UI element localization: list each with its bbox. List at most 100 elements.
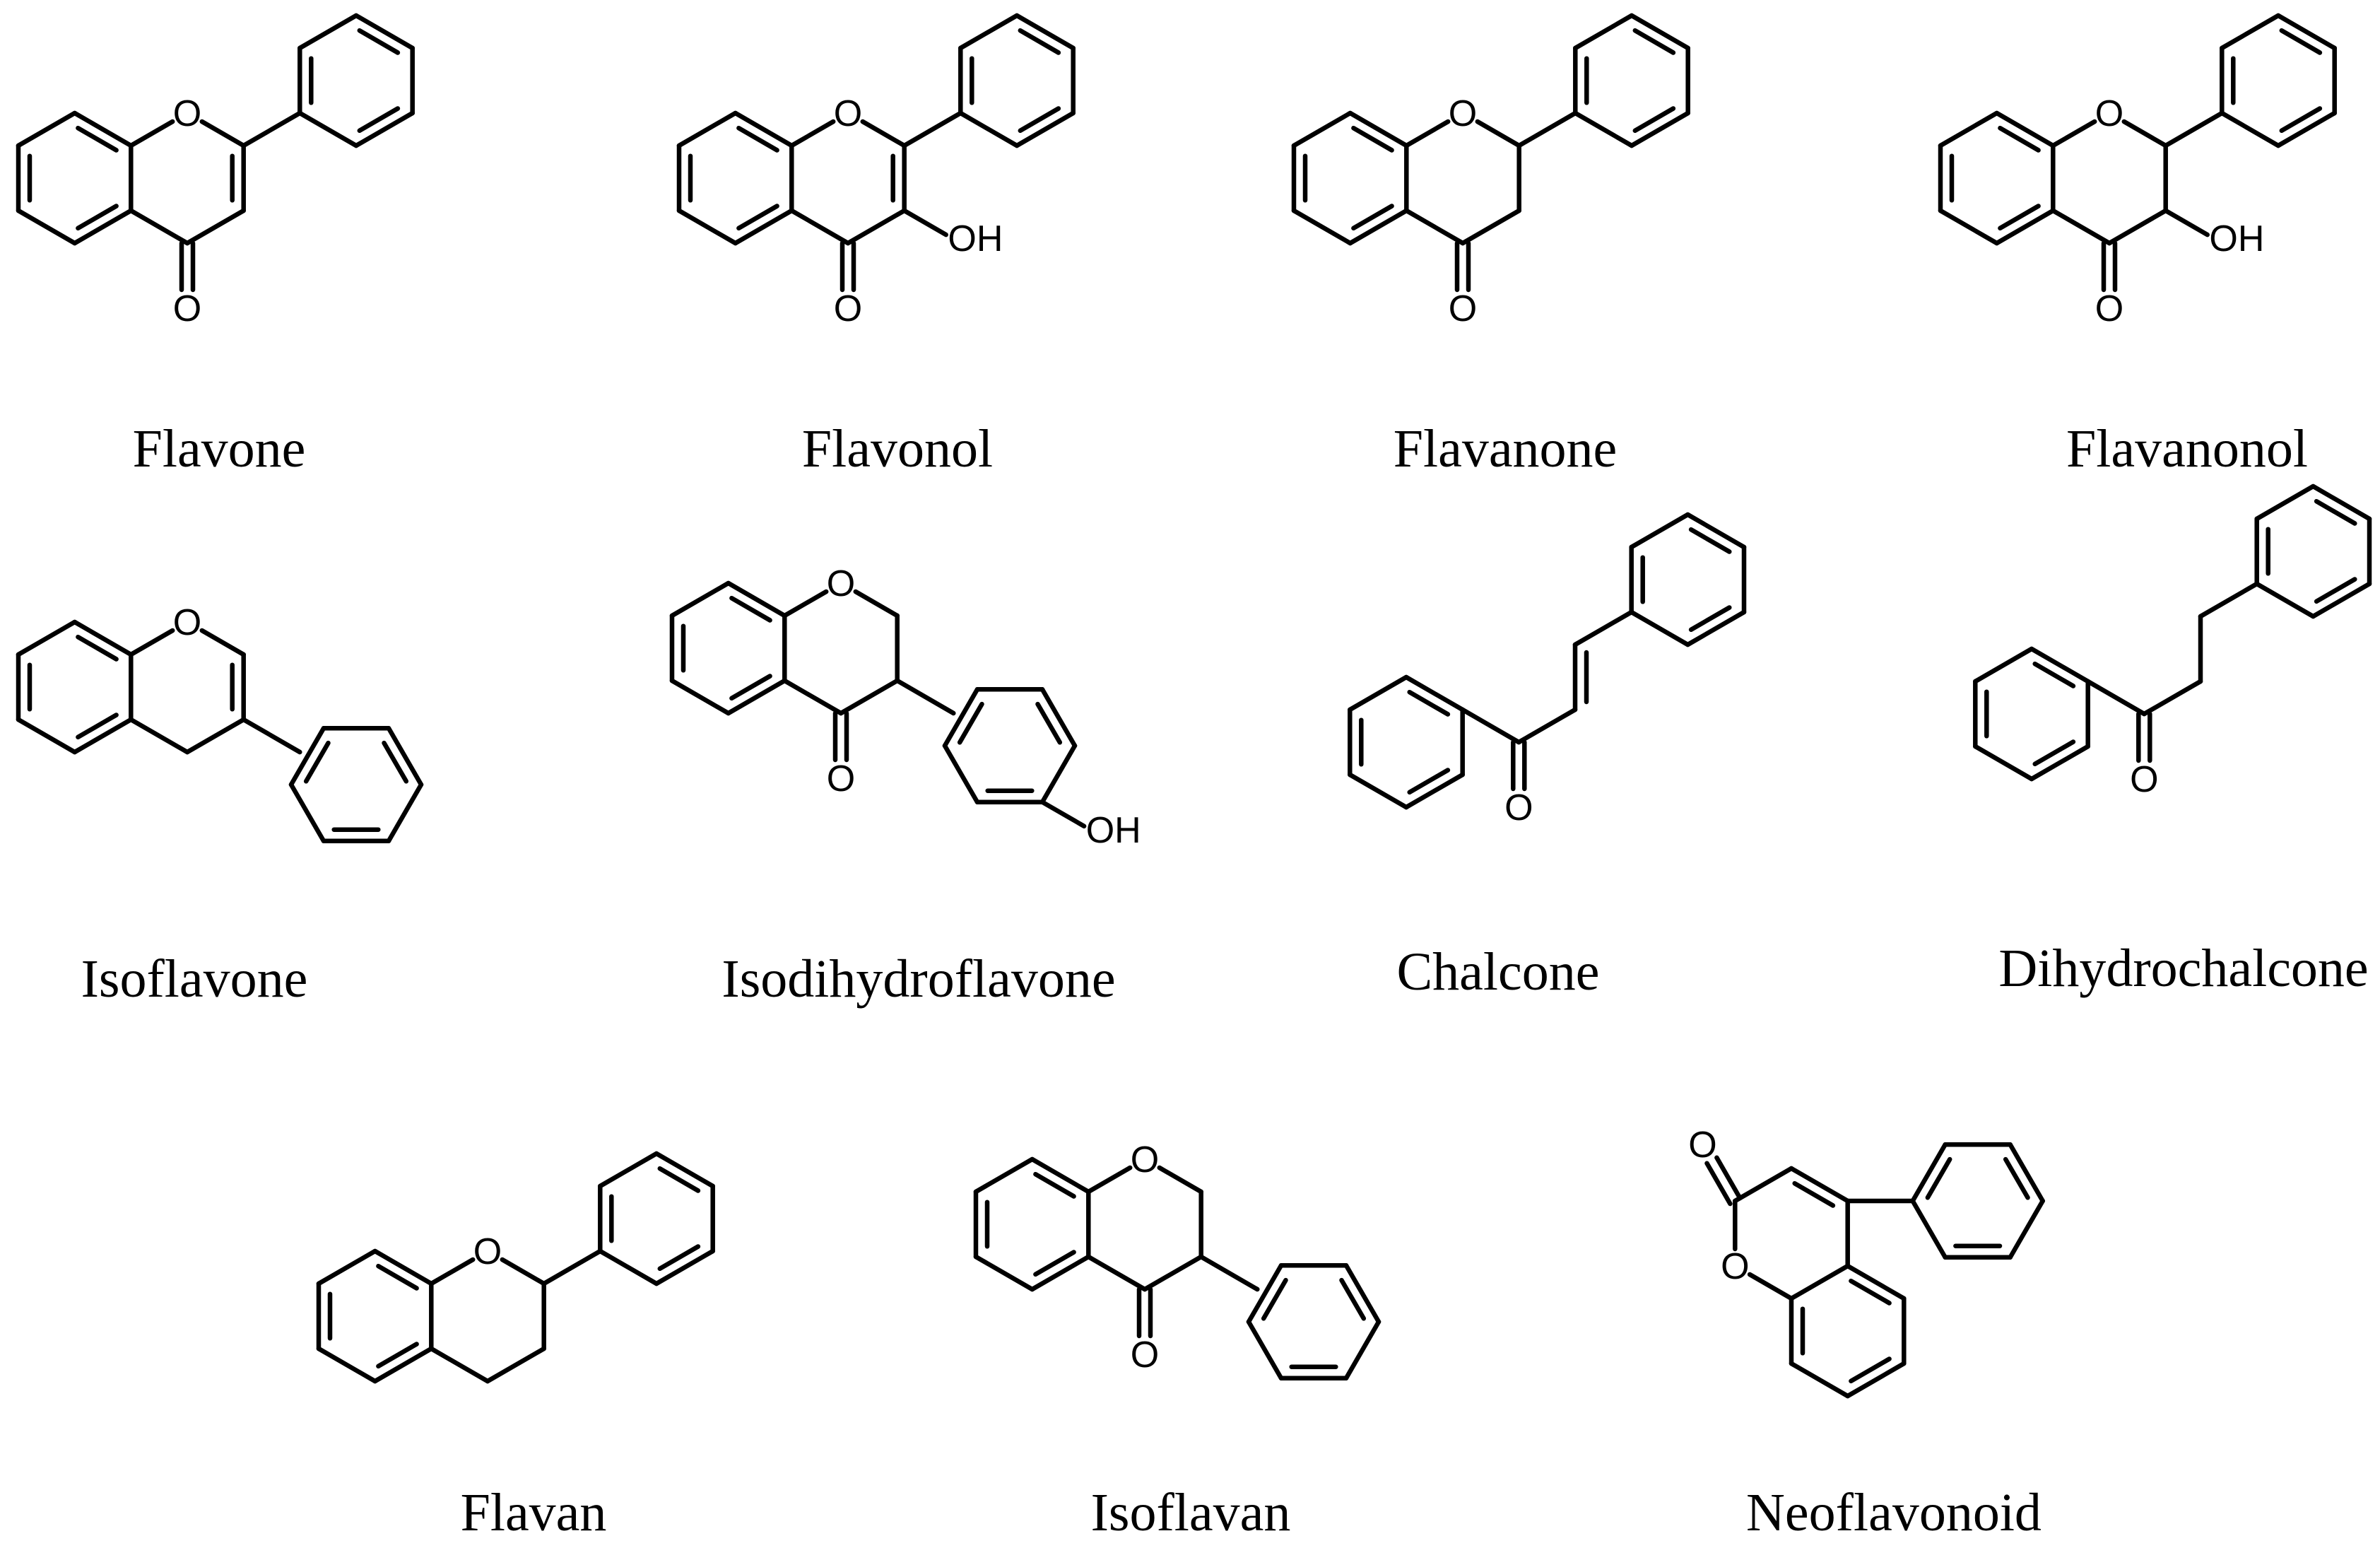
ether-bond [199, 119, 246, 148]
pyran-bond [485, 1346, 546, 1384]
chain-bond [2085, 679, 2147, 717]
aryl-bond [2163, 110, 2225, 148]
benzo-ring-bond [72, 110, 134, 148]
phenyl-ring-bond [2029, 744, 2090, 782]
ether-bond [129, 628, 175, 657]
carbonyl-oxygen-atom: O [834, 288, 862, 329]
benzo-ring-bond [1938, 208, 1999, 246]
phenyl-ring-bond [2008, 1198, 2045, 1260]
phenyl-ring-bond [1246, 1263, 1284, 1325]
carbonyl-oxygen-atom: O [1504, 787, 1533, 828]
benzo-ring-bond [1994, 110, 2056, 148]
ether-bond [1404, 119, 1451, 148]
chain-bond [2142, 679, 2203, 717]
phenyl-ring-bond [942, 743, 980, 804]
hydroxyl-bond [1039, 799, 1087, 829]
lactone-double-bond [1792, 1180, 1836, 1208]
pyran-bond [1404, 208, 1466, 246]
pyran-bond [838, 678, 900, 716]
phenyl-ring-double-bond [1339, 1277, 1367, 1321]
phenyl-ring-bond [958, 13, 1020, 51]
phenyl-ring-bond [1348, 772, 1409, 810]
hydroxyl-bond [2163, 208, 2210, 238]
pyran-bond [129, 208, 190, 246]
phenyl-ring-bond [1910, 1198, 1948, 1260]
pyran-bond [1460, 208, 1521, 246]
benzo-ring-bond [372, 1248, 434, 1286]
carbonyl-oxygen-atom: O [827, 758, 855, 799]
benzo-ring-double-bond [1998, 204, 2041, 231]
phenyl-ring-double-bond [2003, 1156, 2030, 1200]
phenyl-ring-double-bond [657, 1244, 701, 1272]
benzo-ring-bond [1291, 208, 1353, 246]
phenyl-ring-double-bond [1261, 1277, 1288, 1321]
isodihydroflavone-label: Isodihydroflavone [721, 949, 1115, 1009]
ring-oxygen-atom: O [1131, 1139, 1159, 1180]
phenyl-ring-bond [298, 13, 359, 51]
phenyl-ring-double-bond [1407, 689, 1451, 717]
benzo-ring-bond [72, 208, 134, 246]
pyran-bond [184, 717, 246, 755]
benzo-ring-double-bond [376, 1263, 419, 1291]
benzo-ring-bond [973, 1254, 1035, 1292]
phenyl-ring-bond [942, 687, 980, 749]
phenyl-ring-bond [2275, 110, 2337, 148]
benzo-ring-bond [16, 110, 77, 148]
aryl-bond [241, 110, 302, 148]
benzo-ring-bond [1030, 1254, 1091, 1292]
carbonyl-oxygen-atom: O [1688, 1125, 1716, 1166]
benzo-ring-double-bond [1033, 1171, 1076, 1199]
phenyl-ring-bond [1973, 744, 2034, 782]
phenyl-ring-double-bond [1407, 768, 1451, 795]
benzo-ring-double-bond [1351, 204, 1394, 231]
phenyl-ring-double-bond [1018, 28, 1061, 55]
phenyl-ring-bond [2254, 581, 2316, 619]
benzo-ring-bond [676, 110, 738, 148]
phenyl-ring-double-bond [1688, 605, 1732, 633]
aryl-bond [902, 110, 963, 148]
phenyl-ring-bond [386, 782, 424, 843]
phenyl-ring-double-bond [1632, 28, 1676, 55]
benzo-ring-double-bond [76, 634, 119, 662]
benzo-ring-bond [16, 619, 77, 657]
phenyl-ring-bond [2275, 13, 2337, 51]
benzo-ring-double-bond [729, 595, 772, 623]
phenyl-ring-bond [598, 1248, 659, 1286]
benzo-ring-bond [733, 110, 794, 148]
phenyl-ring-bond [1973, 646, 2034, 684]
benzo-ring-bond [1348, 110, 1409, 148]
phenyl-ring-bond [598, 1151, 659, 1189]
ether-bond [782, 589, 829, 618]
ring-oxygen-atom: O [473, 1231, 502, 1272]
ether-bond [1475, 119, 1521, 148]
benzo-ring-bond [1789, 1361, 1850, 1399]
phenyl-ring-bond [1685, 609, 1747, 647]
benzo-ring-bond [676, 208, 738, 246]
benzo-ring-bond [726, 678, 787, 716]
phenyl-ring-bond [1014, 110, 1076, 148]
phenyl-ring-double-bond [2314, 498, 2357, 526]
phenyl-ring-bond [1039, 687, 1078, 749]
phenyl-ring-bond [298, 110, 359, 148]
ether-bond [789, 119, 836, 148]
benzo-ring-bond [316, 1248, 377, 1286]
benzo-ring-bond [372, 1346, 434, 1384]
ring-oxygen-atom: O [1721, 1246, 1749, 1287]
neoflavonoid-label: Neoflavonoid [1746, 1483, 2042, 1542]
carbonyl-oxygen-atom: O [1449, 288, 1477, 329]
chalcone-label: Chalcone [1396, 942, 1599, 1002]
benzo-ring-bond [1938, 110, 1999, 148]
benzo-ring-bond [316, 1346, 377, 1384]
phenyl-ring-bond [2220, 110, 2281, 148]
phenyl-ring-bond [1629, 609, 1690, 647]
phenyl-ring-double-bond [1035, 701, 1063, 745]
aryl-bond [1198, 1254, 1260, 1292]
flavanonol-label: Flavanonol [2066, 419, 2308, 479]
phenyl-ring-bond [1403, 772, 1465, 810]
benzo-ring-double-bond [1998, 125, 2041, 153]
carbonyl-oxygen-atom: O [2130, 759, 2158, 800]
phenyl-ring-bond [1343, 1319, 1382, 1380]
benzo-ring-bond [16, 717, 77, 755]
benzo-ring-double-bond [376, 1342, 419, 1369]
benzo-ring-bond [733, 208, 794, 246]
